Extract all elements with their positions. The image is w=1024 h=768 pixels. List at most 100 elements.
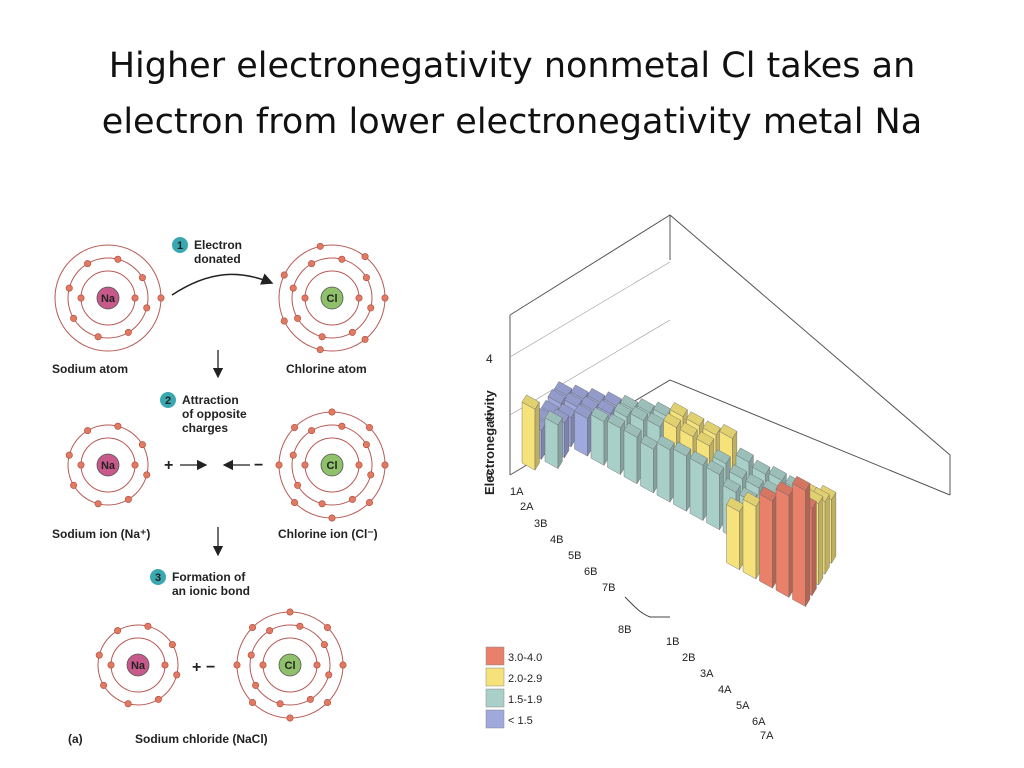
element-bar-f (792, 475, 811, 608)
electron (168, 641, 176, 649)
element-bar-ni (689, 450, 708, 522)
chlorine-ion-bonded: Cl (233, 608, 347, 722)
electron (95, 651, 103, 659)
group-label-4a: 4A (718, 684, 732, 696)
electron (362, 441, 370, 449)
electron (320, 641, 328, 649)
electron (328, 408, 336, 416)
group-label-5a: 5A (736, 700, 750, 712)
bond-minus-sign: − (206, 659, 215, 676)
element-bars (521, 381, 837, 608)
electronegativity-chart: Electronegativity 0 2 4 1A2A3B4B5B6B7B8B… (482, 214, 951, 742)
electron (249, 698, 257, 706)
electron (280, 317, 288, 325)
electron (65, 451, 73, 459)
step-2-text-line1: Attraction (182, 393, 239, 407)
group-label-8b: 8B (618, 624, 631, 636)
y-axis-label: Electronegativity (482, 389, 497, 495)
element-bar-sc (574, 403, 593, 457)
electron (124, 700, 132, 708)
electron (316, 346, 324, 354)
electron (259, 661, 267, 669)
chlorine-atom: Cl (278, 242, 389, 354)
electron-shell (249, 624, 331, 706)
electron (138, 274, 146, 282)
element-bar-co (673, 441, 692, 513)
group-label-3a: 3A (700, 668, 714, 680)
group-label-5b: 5B (568, 550, 581, 562)
electron (84, 427, 92, 435)
electron (365, 498, 373, 506)
electron (318, 500, 326, 508)
electron (65, 284, 73, 292)
element-bar-cr (623, 422, 642, 485)
legend-label-3-4: 3.0-4.0 (508, 652, 542, 664)
electron (114, 422, 122, 430)
electron-shell (67, 257, 149, 339)
legend-swatch-2-2.9 (485, 667, 505, 687)
na-symbol: Na (101, 460, 116, 472)
electron (131, 294, 139, 302)
group-label-4b: 4B (550, 534, 563, 546)
element-bar-v (607, 413, 626, 476)
step-1-badge: 1 (172, 237, 188, 253)
step-1-text-line2: donated (194, 252, 241, 266)
electron (70, 314, 78, 322)
group-label-2a: 2A (520, 501, 534, 513)
electron (286, 714, 294, 722)
electron (266, 627, 274, 635)
electron (355, 461, 363, 469)
electron (381, 461, 389, 469)
electron (338, 255, 346, 263)
electron (233, 661, 241, 669)
electron (338, 422, 346, 430)
electron (362, 274, 370, 282)
electron (84, 260, 92, 268)
electron (323, 698, 331, 706)
electron (107, 661, 115, 669)
element-bar-o (775, 481, 794, 599)
electron (291, 498, 299, 506)
plus-sign: + (164, 457, 173, 474)
electron-shell (67, 424, 149, 506)
legend-label-2-2.9: 2.0-2.9 (508, 673, 542, 685)
cl-symbol: Cl (327, 460, 338, 472)
element-bar-h (521, 394, 540, 471)
electron (286, 608, 294, 616)
electron-transfer-arrow (171, 273, 274, 296)
electron (381, 294, 389, 302)
legend-swatch-1.5-1.9 (485, 688, 505, 708)
electron (294, 314, 302, 322)
element-bar-mn (640, 434, 659, 494)
sodium-atom: Na (54, 244, 165, 352)
electron (348, 495, 356, 503)
step-3-badge: 3 (150, 569, 166, 585)
chlorine-nucleus (320, 286, 344, 310)
electron (276, 700, 284, 708)
element-bar-be (544, 410, 563, 470)
svg-text:3: 3 (155, 572, 161, 584)
minus-sign: − (254, 457, 263, 474)
sodium-chloride-label: Sodium chloride (NaCl) (135, 732, 268, 746)
sodium-ion-bonded: Na (95, 622, 181, 708)
svg-text:2: 2 (165, 395, 171, 407)
electron (308, 260, 316, 268)
electron (247, 651, 255, 659)
electron (325, 671, 333, 679)
na-symbol: Na (131, 660, 146, 672)
electron (365, 424, 373, 432)
electron (143, 471, 151, 479)
element-bar-cu (706, 460, 725, 531)
electron (252, 681, 260, 689)
sodium-ion-label: Sodium ion (Na⁺) (52, 527, 150, 541)
electron-shell (97, 624, 179, 706)
electron (138, 441, 146, 449)
electron (367, 304, 375, 312)
group-label-3b: 3B (534, 518, 547, 530)
electron (70, 481, 78, 489)
chlorine-ion: Cl (275, 408, 389, 522)
title-line-1: Higher electronegativity nonmetal Cl tak… (108, 46, 916, 86)
sodium-ion: Na (65, 422, 151, 508)
electron (114, 255, 122, 263)
electron (301, 461, 309, 469)
